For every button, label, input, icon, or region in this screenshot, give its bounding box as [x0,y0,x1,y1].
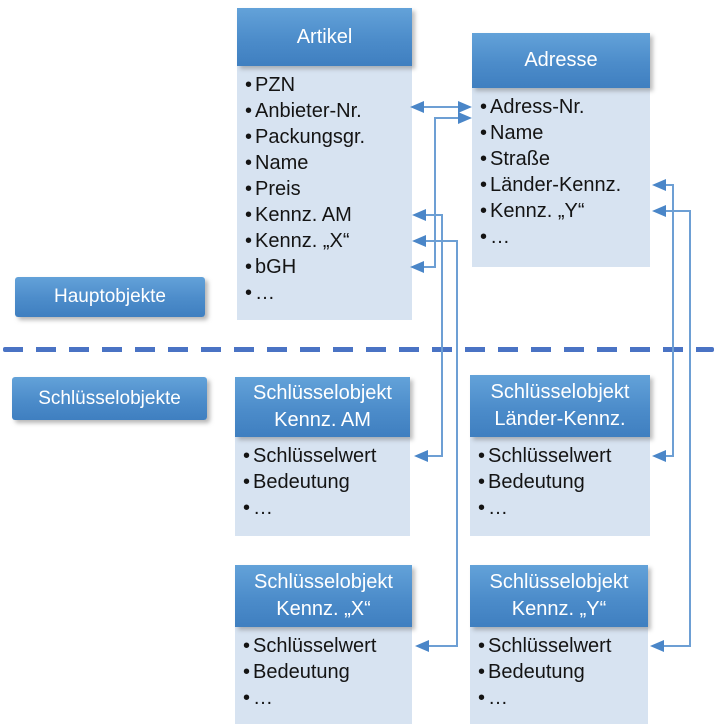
entity-title-line2: Kennz. „Y“ [511,598,607,620]
entity-title-line1: Schlüsselobjekt [254,571,393,593]
attribute-anbieter-nr: Anbieter-Nr. [245,98,408,124]
label-schluesselobjekte: Schlüsselobjekte [12,377,207,420]
connector-kennz-x-schluesselwert [426,240,458,647]
entity-schluesselobjekt-laender-kennz: Schlüsselobjekt Länder-Kennz. Schlüsselw… [470,375,650,536]
attribute-ellipsis: … [478,685,644,711]
attribute-schluesselwert: Schlüsselwert [478,633,644,659]
arrowhead-left-icon [650,640,664,652]
attribute-kennz-am: Kennz. AM [245,202,408,228]
arrowhead-left-icon [652,450,666,462]
label-hauptobjekte: Hauptobjekte [15,277,205,317]
entity-title-line1: Schlüsselobjekt [253,382,392,404]
attribute-schluesselwert: Schlüsselwert [478,443,646,469]
arrowhead-left-icon [652,179,666,191]
entity-schluesselobjekt-laender-kennz-attributes: Schlüsselwert Bedeutung … [470,437,650,536]
entity-schluesselobjekt-kennz-x-title: Schlüsselobjekt Kennz. „X“ [235,565,412,627]
arrowhead-left-icon [415,640,429,652]
entity-adresse-title: Adresse [472,33,650,88]
arrowhead-right-icon [458,112,472,124]
entity-schluesselobjekt-kennz-am: Schlüsselobjekt Kennz. AM Schlüsselwert … [235,377,410,536]
attribute-ellipsis: … [478,495,646,521]
attribute-schluesselwert: Schlüsselwert [243,443,406,469]
entity-title-line2: Länder-Kennz. [494,408,626,430]
arrowhead-left-icon [410,261,424,273]
attribute-ellipsis: … [480,224,646,250]
entity-title-line1: Schlüsselobjekt [490,381,630,403]
attribute-kennz-x: Kennz. „X“ [245,228,408,254]
attribute-ellipsis: … [243,685,408,711]
connector-kennz-y-schluesselwert [664,210,691,647]
attribute-laender-kennz: Länder-Kennz. [480,172,646,198]
connector-bgh-adress-nr [424,117,458,268]
entity-adresse-attributes: Adress-Nr. Name Straße Länder-Kennz. Ken… [472,88,650,267]
attribute-bedeutung: Bedeutung [478,469,646,495]
connector-laender-kennz-schluesselwert [666,184,674,457]
entity-title-line2: Kennz. AM [274,409,371,431]
attribute-packungsgr: Packungsgr. [245,124,408,150]
arrowhead-right-icon [458,101,472,113]
entity-title-text: Adresse [524,49,598,71]
entity-title-text: Artikel [296,25,353,48]
arrowhead-left-icon [410,101,424,113]
arrowhead-left-icon [652,205,666,217]
entity-schluesselobjekt-laender-kennz-title: Schlüsselobjekt Länder-Kennz. [470,375,650,437]
entity-schluesselobjekt-kennz-y-attributes: Schlüsselwert Bedeutung … [470,627,648,724]
attribute-kennz-y: Kennz. „Y“ [480,198,646,224]
entity-artikel-title: Artikel [237,8,412,66]
arrowhead-left-icon [412,235,426,247]
entity-title-line1: Schlüsselobjekt [489,571,629,593]
entity-schluesselobjekt-kennz-x-attributes: Schlüsselwert Bedeutung … [235,627,412,724]
entity-title-line2: Kennz. „X“ [276,598,371,620]
attribute-name: Name [245,150,408,176]
section-divider-dashed-line [3,347,714,352]
attribute-ellipsis: … [243,495,406,521]
entity-adresse: Adresse Adress-Nr. Name Straße Länder-Ke… [472,33,650,267]
arrowhead-left-icon [412,209,426,221]
attribute-strasse: Straße [480,146,646,172]
arrowhead-left-icon [414,450,428,462]
connector-kennz-am-schluesselwert [426,214,443,457]
attribute-bedeutung: Bedeutung [478,659,644,685]
entity-schluesselobjekt-kennz-am-attributes: Schlüsselwert Bedeutung … [235,437,410,536]
attribute-ellipsis: … [245,280,408,306]
entity-schluesselobjekt-kennz-y: Schlüsselobjekt Kennz. „Y“ Schlüsselwert… [470,565,648,724]
attribute-pzn: PZN [245,72,408,98]
attribute-preis: Preis [245,176,408,202]
attribute-name: Name [480,120,646,146]
attribute-bedeutung: Bedeutung [243,659,408,685]
entity-schluesselobjekt-kennz-x: Schlüsselobjekt Kennz. „X“ Schlüsselwert… [235,565,412,724]
entity-artikel-attributes: PZN Anbieter-Nr. Packungsgr. Name Preis … [237,66,412,320]
entity-schluesselobjekt-kennz-am-title: Schlüsselobjekt Kennz. AM [235,377,410,437]
entity-artikel: Artikel PZN Anbieter-Nr. Packungsgr. Nam… [237,8,412,320]
attribute-bgh: bGH [245,254,408,280]
entity-schluesselobjekt-kennz-y-title: Schlüsselobjekt Kennz. „Y“ [470,565,648,627]
attribute-bedeutung: Bedeutung [243,469,406,495]
attribute-schluesselwert: Schlüsselwert [243,633,408,659]
attribute-adress-nr: Adress-Nr. [480,94,646,120]
